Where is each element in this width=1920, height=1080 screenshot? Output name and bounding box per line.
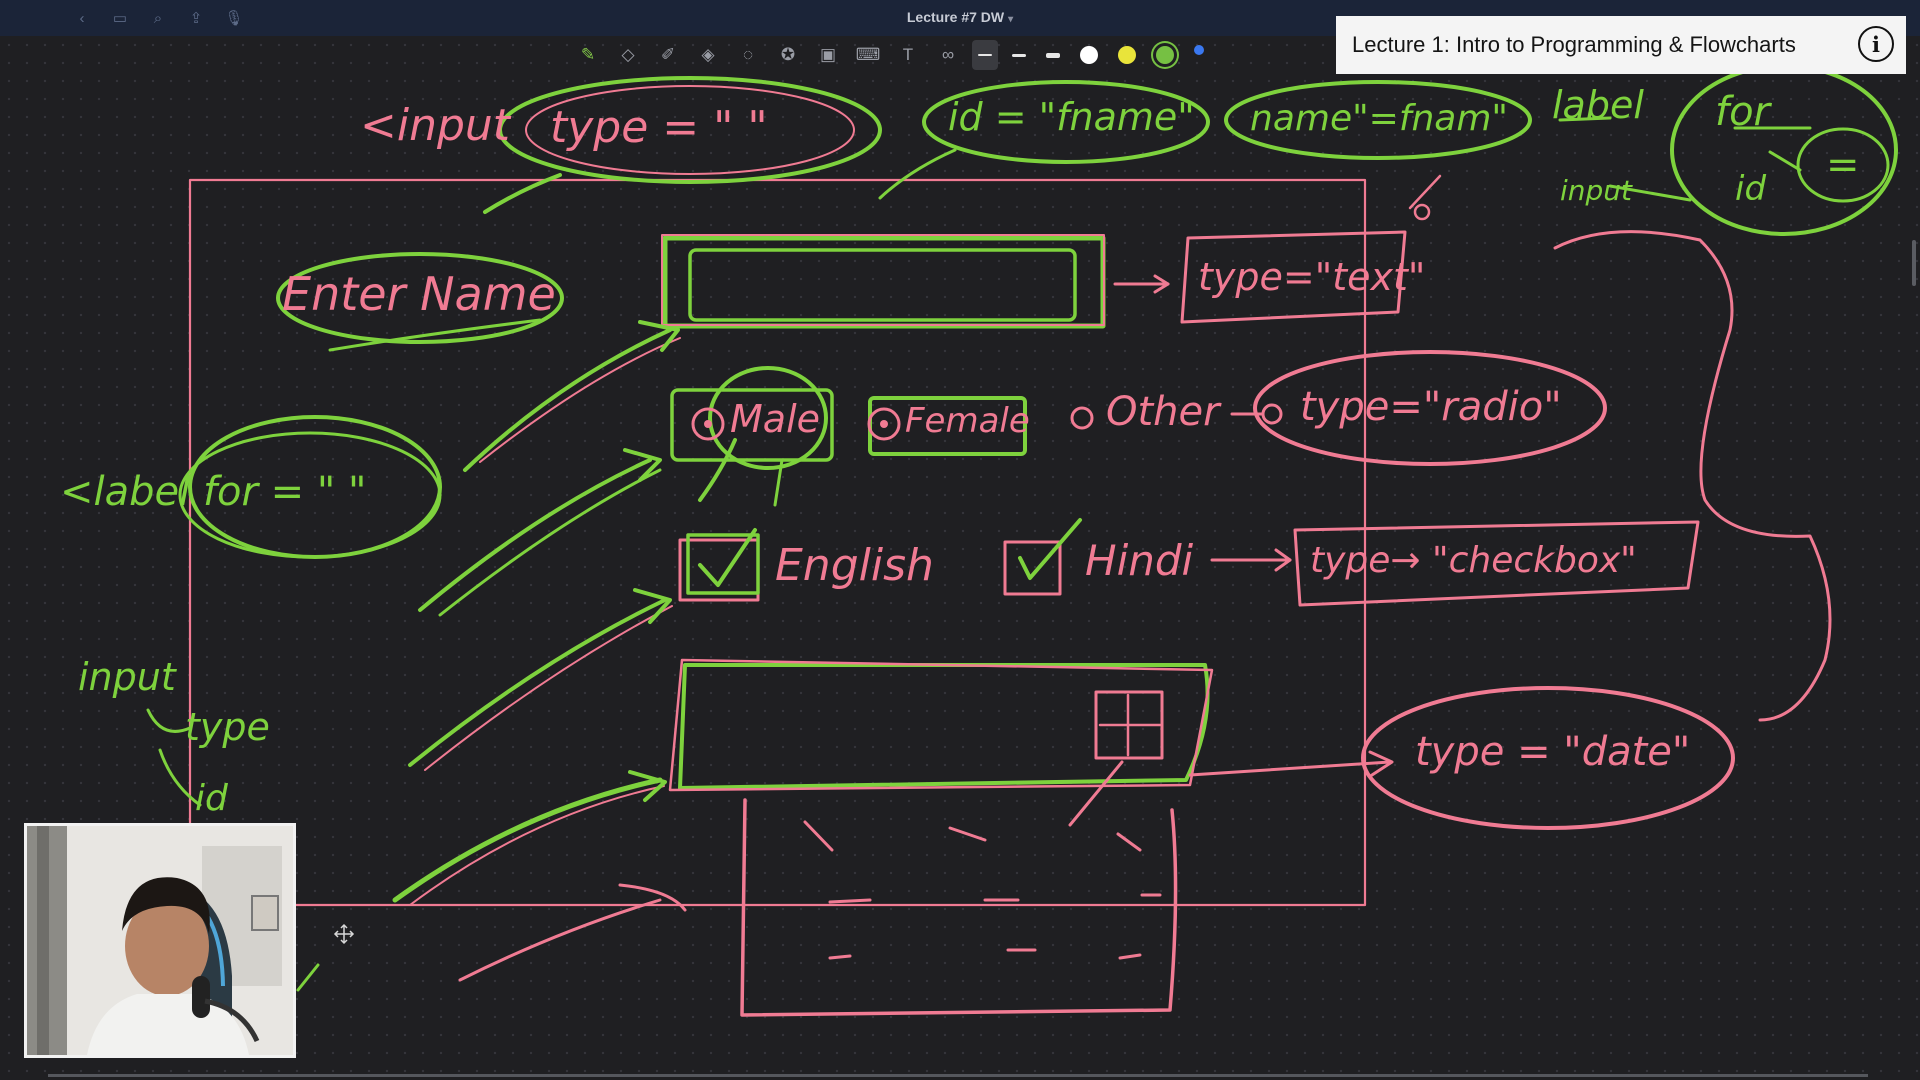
eraser-icon[interactable]: ◇ [621, 45, 635, 64]
drawing-toolbar: ✎ ◇ ✐ ◈ ◌ ✪ ▣ ⌨ T ∞ [572, 40, 1210, 70]
image-icon[interactable]: ▣ [819, 45, 837, 64]
vertical-scrollbar[interactable] [1912, 240, 1916, 286]
id-attr-ellipse [922, 80, 1210, 164]
chevron-down-icon: ▾ [1008, 14, 1014, 25]
hindi-checkbox [1003, 540, 1062, 596]
info-icon[interactable]: i [1858, 26, 1894, 62]
sidebar-icon[interactable]: ▭ [112, 10, 128, 27]
note-hindi: Hindi [1085, 536, 1194, 585]
move-cursor-icon [333, 923, 355, 945]
video-title-text: Lecture 1: Intro to Programming & Flowch… [1352, 32, 1796, 57]
for-id-ellipse [1670, 64, 1898, 236]
color-swatch-blue[interactable] [1194, 45, 1204, 55]
note-type-text: type="text" [1198, 255, 1425, 299]
stroke-medium-button[interactable] [1006, 40, 1032, 70]
note-type-checkbox: type→ "checkbox" [1310, 540, 1637, 581]
male-radio-circle [691, 407, 725, 441]
type-checkbox-box [1293, 520, 1700, 607]
type-date-ellipse [1361, 686, 1735, 830]
type-text-box [1180, 230, 1407, 324]
video-progress-bar[interactable] [48, 1074, 1868, 1077]
calendar-dropdown [740, 798, 1178, 1017]
english-checkbox [678, 538, 760, 602]
note-enter-name: Enter Name [282, 267, 556, 321]
note-input-word: input [1560, 174, 1633, 207]
note-input-tag: <input [360, 100, 512, 151]
link-icon[interactable]: ∞ [941, 45, 955, 64]
note-id-word: id [1735, 169, 1766, 209]
video-title-overlay: Lecture 1: Intro to Programming & Flowch… [1336, 16, 1906, 74]
color-swatch-white[interactable] [1080, 46, 1098, 64]
note-side-id: id [195, 778, 229, 819]
shapes-icon[interactable]: ◈ [701, 45, 715, 64]
note-id-attr: id = "fname" [948, 95, 1195, 139]
note-for-word: for [1715, 89, 1773, 135]
share-icon[interactable]: ⇪ [189, 10, 203, 27]
note-side-type: type [185, 705, 270, 749]
note-type-attr: type = " " [550, 102, 768, 153]
curly-bracket [1553, 230, 1832, 722]
note-male: Male [730, 397, 820, 441]
date-input-box [678, 663, 1210, 790]
note-side-input: input [78, 655, 178, 699]
male-ellipse [708, 366, 828, 470]
note-name-attr: name"=fnam" [1250, 98, 1508, 139]
note-eq: = [1826, 142, 1860, 188]
color-swatch-green[interactable] [1156, 46, 1174, 64]
textbox-icon[interactable]: T [902, 45, 914, 64]
keyboard-icon[interactable]: ⌨ [855, 45, 881, 64]
name-attr-ellipse [1224, 80, 1532, 160]
document-title[interactable]: Lecture #7 DW▾ [0, 9, 1920, 25]
note-type-date: type = "date" [1415, 729, 1690, 775]
pen-icon[interactable]: ✎ [580, 45, 596, 64]
calendar-icon [1094, 690, 1164, 760]
microphone-icon[interactable]: 🎙 [224, 10, 244, 27]
star-icon[interactable]: ✪ [780, 45, 796, 64]
type-radio-ellipse [1253, 350, 1607, 466]
webcam-presenter [24, 823, 296, 1058]
document-title-text: Lecture #7 DW [906, 9, 1005, 25]
search-icon[interactable]: ⌕ [153, 9, 163, 27]
note-type-radio: type="radio" [1300, 384, 1562, 430]
note-female: Female [905, 401, 1030, 441]
note-other: Other [1106, 389, 1222, 435]
lasso-icon[interactable]: ◌ [742, 45, 754, 64]
stroke-thin-button[interactable] [972, 40, 998, 70]
stroke-thick-button[interactable] [1040, 40, 1066, 70]
enter-name-ellipse [276, 252, 564, 344]
back-icon[interactable]: ‹ [79, 9, 85, 27]
female-radio-circle [867, 407, 901, 441]
titlebar-left-controls: ‹ ▭ ⌕ ⇪ 🎙 [70, 6, 246, 30]
form-frame [188, 178, 1367, 907]
highlighter-icon[interactable]: ✐ [660, 45, 676, 64]
note-english: English [775, 540, 934, 591]
other-radio-circle [1070, 406, 1094, 430]
note-label-for: <label for = " " [60, 469, 366, 515]
presenter-image [27, 826, 293, 1055]
note-label-word: label [1552, 83, 1644, 127]
type-attr-ellipse [498, 76, 882, 184]
color-swatch-yellow[interactable] [1118, 46, 1136, 64]
